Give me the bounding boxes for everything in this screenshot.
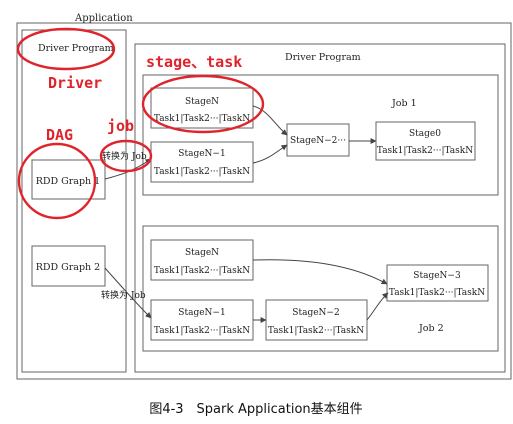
annotation-stage-task-text: stage、task <box>146 53 242 71</box>
job1-stage-n2: StageN−2··· <box>286 123 350 157</box>
figure-caption: 图4-3 Spark Application基本组件 <box>149 402 362 417</box>
job1-stage-n1-tasks: Task1|Task2···|TaskN <box>154 167 250 177</box>
left-driver-label: Driver Program <box>38 43 114 54</box>
arrow-job2-n2-to-n3 <box>366 292 389 321</box>
annotation-stage-task-circle <box>141 74 265 134</box>
job-1-panel <box>142 74 499 196</box>
arrow-rdd1-to-job1 <box>104 158 152 180</box>
job1-stage-n-title: StageN <box>185 97 219 107</box>
job2-stage-n-tasks: Task1|Task2···|TaskN <box>154 266 250 276</box>
job2-stage-n2-title: StageN−2 <box>292 308 339 318</box>
job1-stage-n2-title: StageN−2··· <box>290 136 346 146</box>
job2-stage-n3-tasks: Task1|Task2···|TaskN <box>389 288 485 298</box>
rdd-graph-2-label: RDD Graph 2 <box>36 262 100 273</box>
job1-stage-n1: StageN−1 Task1|Task2···|TaskN <box>150 141 254 183</box>
convert-label-1: 转换为 Job <box>102 150 147 162</box>
rdd-graph-2-box <box>31 245 106 287</box>
job1-stage-0: Stage0 Task1|Task2···|TaskN <box>375 121 476 161</box>
job2-stage-n: StageN Task1|Task2···|TaskN <box>150 239 254 281</box>
job1-stage-n1-title: StageN−1 <box>178 149 225 159</box>
right-driver-panel <box>134 43 506 373</box>
annotation-job-circle <box>99 139 153 173</box>
arrow-job2-n-to-n3 <box>252 259 388 285</box>
job2-stage-n1: StageN−1 Task1|Task2···|TaskN <box>150 299 254 341</box>
annotation-job-text: job <box>107 117 134 135</box>
annotation-driver-circle <box>16 27 116 71</box>
annotation-dag-circle <box>17 142 97 220</box>
job-2-label: Job 2 <box>418 323 444 334</box>
job1-stage-0-title: Stage0 <box>409 129 441 139</box>
rdd-graph-1-label: RDD Graph 1 <box>36 176 100 187</box>
right-driver-label: Driver Program <box>285 52 361 63</box>
job2-stage-n2: StageN−2 Task1|Task2···|TaskN <box>265 299 368 341</box>
annotation-dag-text: DAG <box>46 126 73 144</box>
job1-stage-0-tasks: Task1|Task2···|TaskN <box>377 146 473 156</box>
arrow-rdd2-to-job2 <box>104 267 152 319</box>
job-1-label: Job 1 <box>391 98 417 109</box>
annotation-driver-text: Driver <box>48 74 102 92</box>
job1-stage-n-tasks: Task1|Task2···|TaskN <box>154 114 250 124</box>
job2-stage-n-title: StageN <box>185 248 219 258</box>
application-label: Application <box>74 13 133 24</box>
application-frame <box>16 22 512 380</box>
convert-label-2: 转换为 Job <box>101 289 146 301</box>
job-2-panel <box>142 225 499 352</box>
job2-stage-n1-title: StageN−1 <box>178 308 225 318</box>
job2-stage-n3: StageN−3 Task1|Task2···|TaskN <box>386 264 489 302</box>
job2-stage-n2-tasks: Task1|Task2···|TaskN <box>268 326 364 336</box>
job2-stage-n3-title: StageN−3 <box>413 271 461 281</box>
job1-stage-n: StageN Task1|Task2···|TaskN <box>150 87 254 129</box>
arrow-job1-n-to-n2 <box>252 105 288 136</box>
arrow-job1-n1-to-n2 <box>252 144 288 164</box>
job2-stage-n1-tasks: Task1|Task2···|TaskN <box>154 326 250 336</box>
